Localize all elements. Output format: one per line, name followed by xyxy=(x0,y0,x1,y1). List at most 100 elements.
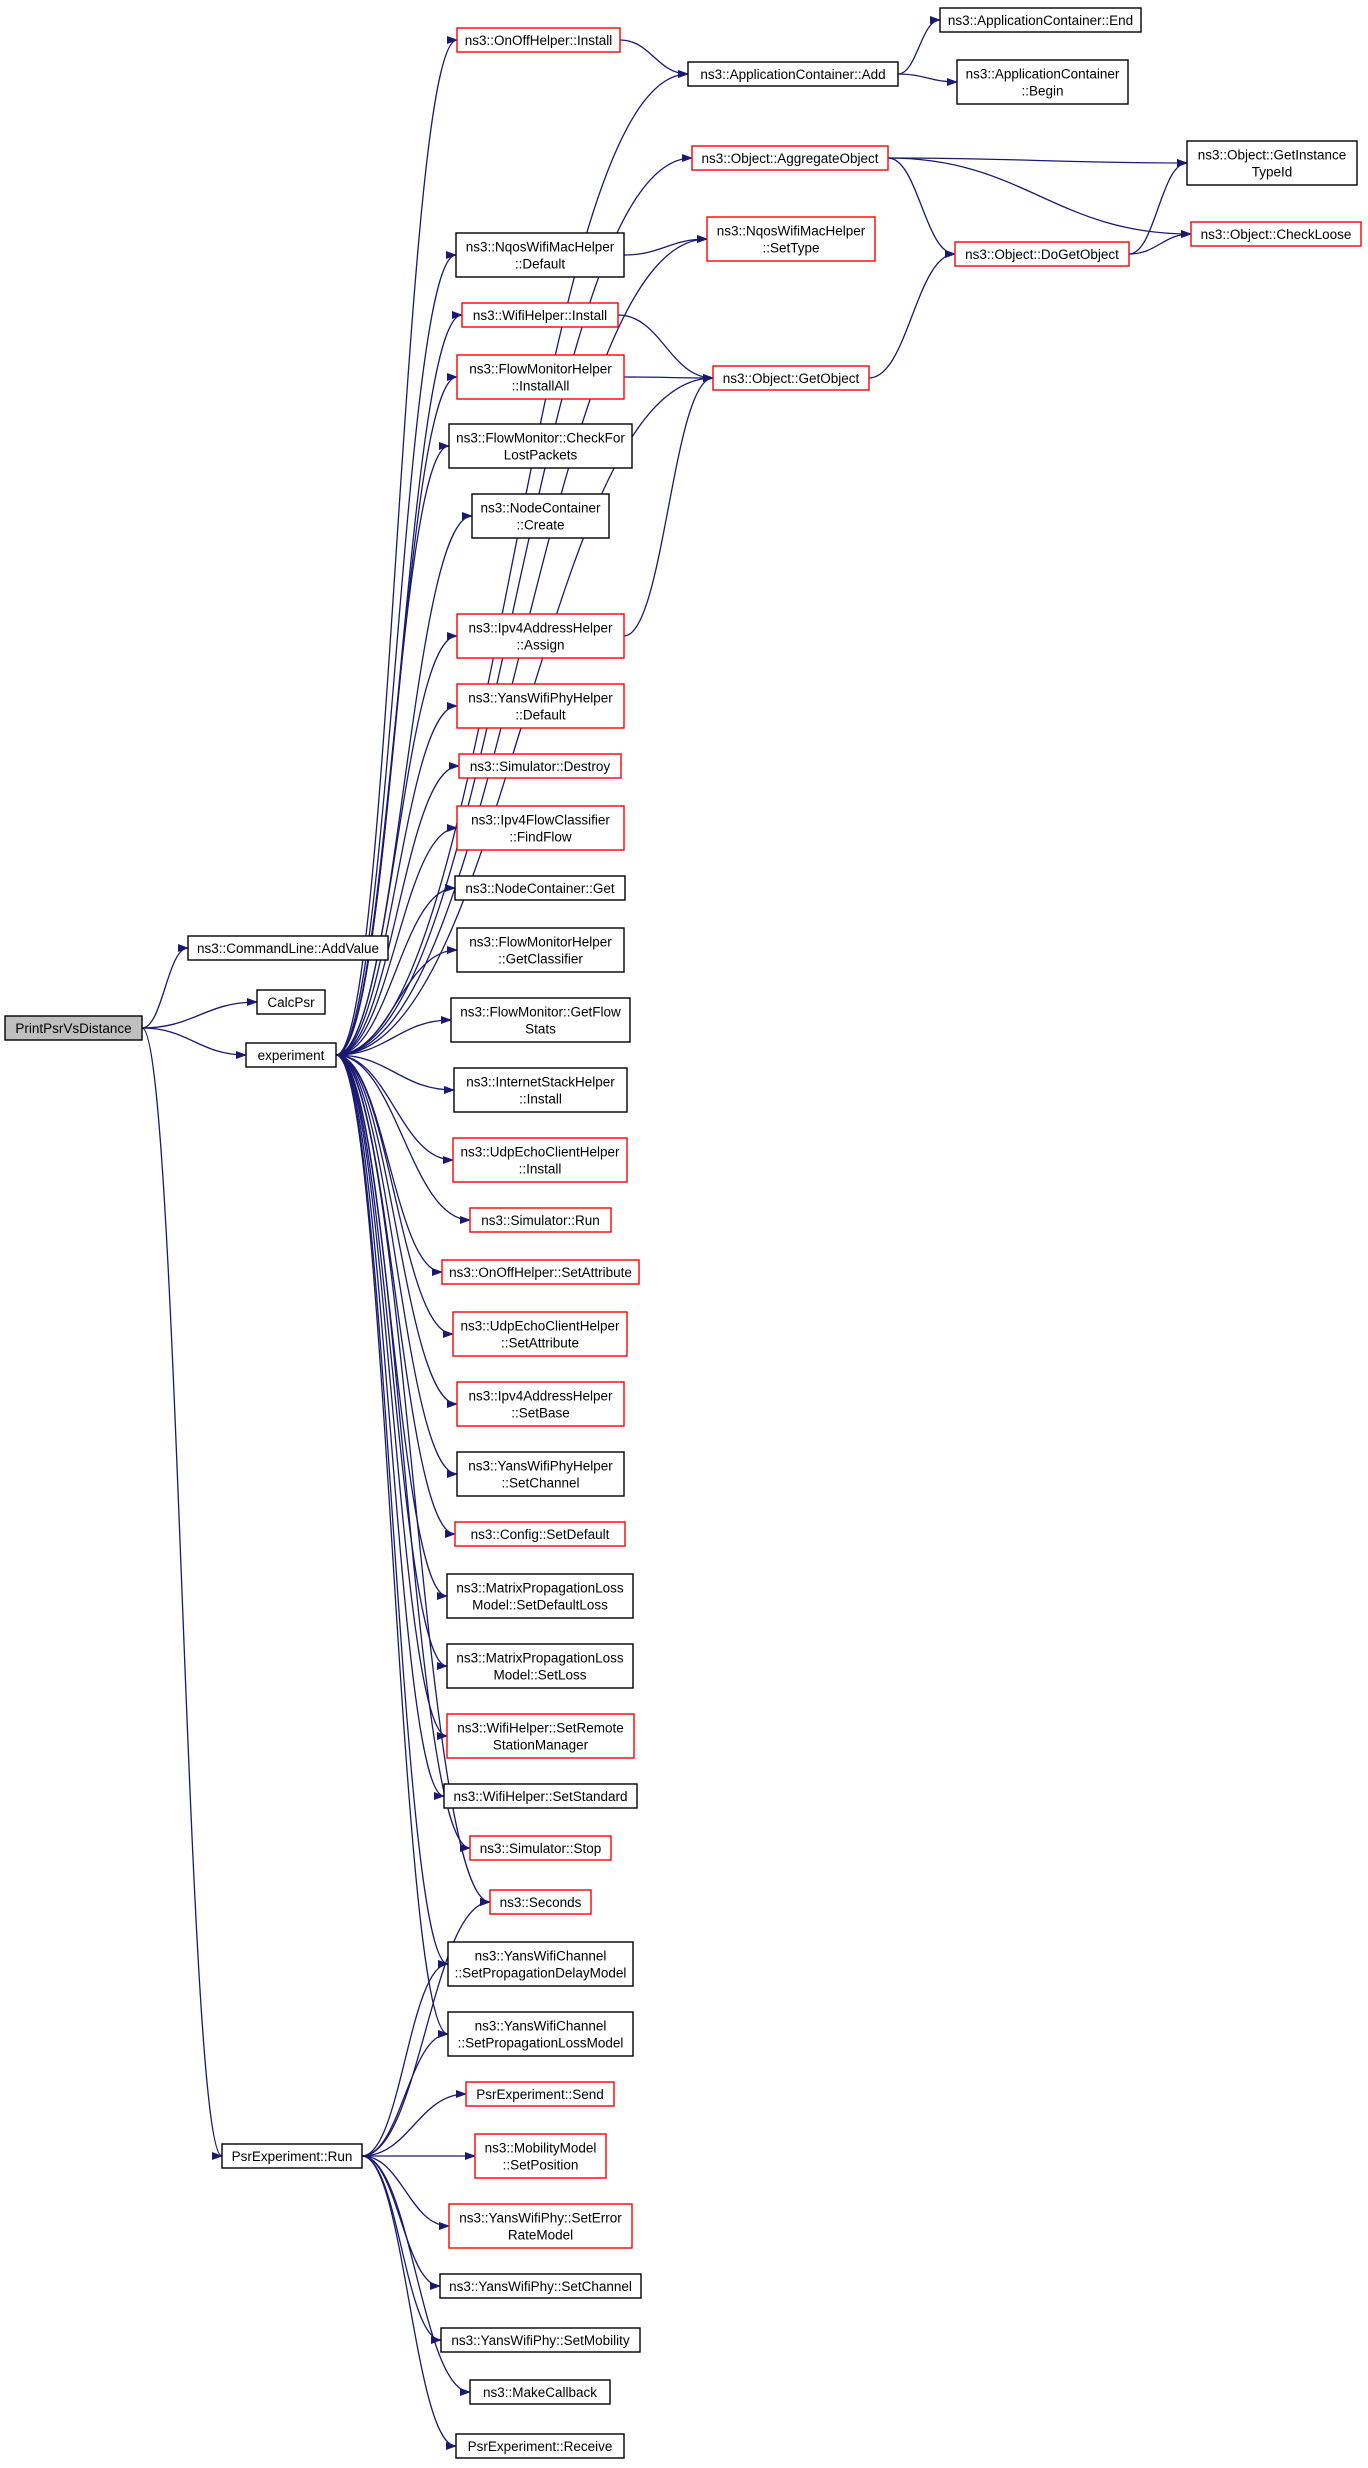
node-label: ns3::FlowMonitor::CheckFor xyxy=(456,431,625,446)
node-label: ns3::Object::GetInstance xyxy=(1198,148,1347,163)
node-label: ns3::MakeCallback xyxy=(483,2385,597,2400)
node-label: ns3::NodeContainer xyxy=(480,501,601,516)
node-label: ns3::Object::AggregateObject xyxy=(701,151,878,166)
node-box xyxy=(456,683,625,729)
edge-getobject-to-dogetobject xyxy=(868,250,956,379)
node-box xyxy=(687,61,899,87)
edge-dogetobject-to-checkloose xyxy=(1128,230,1192,255)
node-box xyxy=(456,1381,625,1427)
node-box xyxy=(440,2327,641,2353)
node-setproploss[interactable]: ns3::YansWifiChannel::SetPropagationLoss… xyxy=(447,2011,634,2057)
node-label: TypeId xyxy=(1252,165,1293,180)
node-nqosdefault[interactable]: ns3::NqosWifiMacHelper::Default xyxy=(455,232,625,278)
node-udpsetattr[interactable]: ns3::UdpEchoClientHelper::SetAttribute xyxy=(452,1311,628,1357)
node-box xyxy=(465,2081,615,2107)
node-yansphydefault[interactable]: ns3::YansWifiPhyHelper::Default xyxy=(456,683,625,729)
node-udpinstall[interactable]: ns3::UdpEchoClientHelper::Install xyxy=(452,1137,628,1183)
edge-psrrun-to-setpropdelay xyxy=(361,1960,449,2157)
node-box xyxy=(446,1643,634,1689)
node-onoffinstall[interactable]: ns3::OnOffHelper::Install xyxy=(456,27,621,53)
node-configsetdefault[interactable]: ns3::Config::SetDefault xyxy=(454,1521,626,1547)
edge-psrrun-to-setproploss xyxy=(361,2030,449,2157)
node-box xyxy=(256,989,326,1015)
node-label: ns3::Ipv4FlowClassifier xyxy=(471,813,610,828)
node-box xyxy=(453,1067,628,1113)
node-ipv4setbase[interactable]: ns3::Ipv4AddressHelper::SetBase xyxy=(456,1381,625,1427)
node-box xyxy=(1190,221,1362,247)
node-seconds[interactable]: ns3::Seconds xyxy=(489,1889,592,1915)
node-label: ::SetChannel xyxy=(501,1476,579,1491)
node-nodecreate[interactable]: ns3::NodeContainer::Create xyxy=(471,493,610,539)
node-label: ::SetPropagationLossModel xyxy=(458,2036,624,2051)
node-dogetobject[interactable]: ns3::Object::DoGetObject xyxy=(954,241,1130,267)
edge-wifiinstall-to-getobject xyxy=(617,314,714,382)
node-inetinstall[interactable]: ns3::InternetStackHelper::Install xyxy=(453,1067,628,1113)
node-box xyxy=(456,927,625,973)
node-setposition[interactable]: ns3::MobilityModel::SetPosition xyxy=(474,2133,607,2179)
node-checkloose[interactable]: ns3::Object::CheckLoose xyxy=(1190,221,1362,247)
node-label: ns3::Seconds xyxy=(500,1895,582,1910)
node-simrun[interactable]: ns3::Simulator::Run xyxy=(469,1207,612,1233)
node-appadd[interactable]: ns3::ApplicationContainer::Add xyxy=(687,61,899,87)
node-label: ::FindFlow xyxy=(509,830,572,845)
node-findflow[interactable]: ns3::Ipv4FlowClassifier::FindFlow xyxy=(456,805,625,851)
node-label: ns3::NqosWifiMacHelper xyxy=(717,224,866,239)
node-append[interactable]: ns3::ApplicationContainer::End xyxy=(939,7,1142,33)
node-label: LostPackets xyxy=(504,448,578,463)
edge-onoffinstall-to-appadd xyxy=(619,39,689,78)
node-yansphysetchannel[interactable]: ns3::YansWifiPhyHelper::SetChannel xyxy=(456,1451,625,1497)
node-getclassifier[interactable]: ns3::FlowMonitorHelper::GetClassifier xyxy=(456,927,625,973)
node-psrsend[interactable]: PsrExperiment::Send xyxy=(465,2081,615,2107)
edge-psrrun-to-seterrorrate xyxy=(361,2155,450,2230)
node-box xyxy=(456,805,625,851)
edge-experiment-to-aggregate xyxy=(335,154,693,1056)
node-setpropdelay[interactable]: ns3::YansWifiChannel::SetPropagationDela… xyxy=(447,1941,634,1987)
node-box xyxy=(455,232,625,278)
edge-experiment-to-simrun xyxy=(335,1054,471,1224)
node-simdestroy[interactable]: ns3::Simulator::Destroy xyxy=(458,753,622,779)
node-appbegin[interactable]: ns3::ApplicationContainer::Begin xyxy=(956,59,1129,105)
node-root[interactable]: PrintPsrVsDistance xyxy=(4,1015,143,1041)
node-box xyxy=(446,1573,634,1619)
node-label: ns3::YansWifiChannel xyxy=(475,1949,607,1964)
edges-layer xyxy=(141,16,1192,2450)
edge-psrrun-to-psrreceive xyxy=(361,2155,457,2450)
node-fminstallall[interactable]: ns3::FlowMonitorHelper::InstallAll xyxy=(456,354,625,400)
node-getobject[interactable]: ns3::Object::GetObject xyxy=(712,365,870,391)
node-addvalue[interactable]: ns3::CommandLine::AddValue xyxy=(187,935,389,961)
node-setdefaultloss[interactable]: ns3::MatrixPropagationLossModel::SetDefa… xyxy=(446,1573,634,1619)
node-label: ns3::Ipv4AddressHelper xyxy=(468,1389,613,1404)
node-aggregate[interactable]: ns3::Object::AggregateObject xyxy=(691,145,889,171)
node-calcpsr[interactable]: CalcPsr xyxy=(256,989,326,1015)
node-nqossettype[interactable]: ns3::NqosWifiMacHelper::SetType xyxy=(706,216,876,262)
node-nodeget[interactable]: ns3::NodeContainer::Get xyxy=(454,875,626,901)
node-setstandard[interactable]: ns3::WifiHelper::SetStandard xyxy=(443,1783,638,1809)
node-label: ::Begin xyxy=(1021,84,1063,99)
node-box xyxy=(452,1137,628,1183)
node-physetchannel[interactable]: ns3::YansWifiPhy::SetChannel xyxy=(439,2273,642,2299)
node-psrrun[interactable]: PsrExperiment::Run xyxy=(221,2143,363,2169)
node-label: ns3::MatrixPropagationLoss xyxy=(456,1581,624,1596)
node-physetmobility[interactable]: ns3::YansWifiPhy::SetMobility xyxy=(440,2327,641,2353)
node-experiment[interactable]: experiment xyxy=(245,1042,337,1068)
node-box xyxy=(443,1783,638,1809)
edge-experiment-to-setdefaultloss xyxy=(335,1054,448,1600)
node-ipv4assign[interactable]: ns3::Ipv4AddressHelper::Assign xyxy=(456,613,625,659)
node-label: ns3::YansWifiPhyHelper xyxy=(468,1459,613,1474)
node-onoffsetattr[interactable]: ns3::OnOffHelper::SetAttribute xyxy=(441,1259,640,1285)
node-psrreceive[interactable]: PsrExperiment::Receive xyxy=(455,2433,625,2459)
node-wifiinstall[interactable]: ns3::WifiHelper::Install xyxy=(461,302,619,328)
node-label: ns3::WifiHelper::SetStandard xyxy=(453,1789,627,1804)
node-makecallback[interactable]: ns3::MakeCallback xyxy=(469,2379,611,2405)
node-label: PrintPsrVsDistance xyxy=(15,1021,131,1036)
node-label: ns3::UdpEchoClientHelper xyxy=(460,1319,620,1334)
node-box xyxy=(448,2203,633,2249)
edge-experiment-to-getclassifier xyxy=(335,946,458,1056)
node-simstop[interactable]: ns3::Simulator::Stop xyxy=(469,1835,612,1861)
